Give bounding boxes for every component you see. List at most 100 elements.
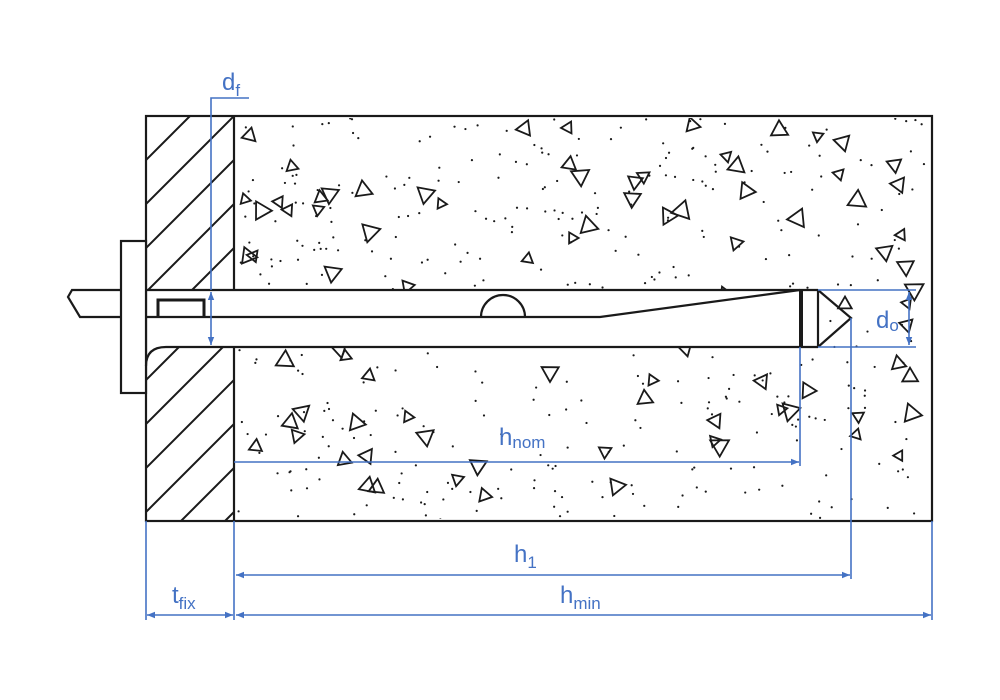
aggregate-dot — [692, 178, 695, 182]
aggregate-triangle — [885, 158, 903, 175]
aggregate-dot — [244, 215, 247, 218]
aggregate-dot — [394, 450, 397, 453]
aggregate-dot — [560, 495, 564, 499]
aggregate-dot — [664, 174, 668, 177]
aggregate-dot — [525, 163, 528, 166]
aggregate-dot — [403, 183, 406, 186]
aggregate-dot — [727, 387, 731, 391]
aggregate-triangle — [685, 118, 703, 133]
aggregate-dot — [252, 255, 255, 258]
aggregate-dot — [714, 163, 717, 166]
aggregate-dot — [558, 515, 562, 518]
aggregate-dot — [394, 369, 397, 372]
label-tfix: tfix — [172, 582, 196, 613]
aggregate-dot — [291, 174, 294, 177]
aggregate-triangle — [241, 245, 260, 265]
aggregate-dot — [544, 210, 547, 213]
aggregate-dot — [704, 155, 707, 158]
aggregate-dot — [624, 235, 627, 238]
aggregate-dot — [914, 118, 917, 122]
aggregate-dot — [729, 467, 733, 470]
aggregate-dot — [818, 500, 821, 503]
aggregate-dot — [395, 321, 398, 324]
aggregate-dot — [253, 202, 256, 205]
aggregate-dot — [859, 159, 862, 162]
hatch-line — [146, 335, 234, 425]
aggregate-dot — [876, 279, 879, 282]
aggregate-dot — [886, 506, 889, 509]
aggregate-dot — [297, 369, 300, 372]
aggregate-dot — [680, 401, 683, 404]
aggregate-triangle — [339, 347, 354, 362]
aggregate-dot — [557, 217, 560, 221]
aggregate-dot — [580, 211, 584, 214]
aggregate-dot — [781, 484, 784, 487]
aggregate-dot — [547, 153, 550, 156]
fixture-hatching — [146, 116, 234, 521]
label-df: df — [222, 69, 240, 100]
aggregate-dot — [327, 122, 330, 125]
aggregate-dot — [878, 462, 881, 465]
aggregate-triangle — [661, 206, 680, 227]
aggregate-dot — [897, 247, 900, 250]
aggregate-dot — [622, 444, 625, 447]
aggregate-dot — [791, 282, 795, 285]
aggregate-triangle — [244, 249, 259, 264]
aggregate-dot — [320, 273, 324, 276]
aggregate-dot — [681, 494, 684, 497]
aggregate-dot — [276, 415, 280, 418]
aggregate-dot — [750, 169, 753, 173]
aggregate-dot — [585, 421, 588, 425]
aggregate-dot — [866, 330, 869, 333]
aggregate-dot — [595, 212, 598, 216]
aggregate-dot — [673, 175, 677, 178]
aggregate-dot — [296, 258, 300, 261]
aggregate-dot — [323, 409, 326, 412]
aggregate-dot — [780, 229, 783, 232]
aggregate-dot — [628, 190, 631, 193]
aggregate-triangle — [436, 196, 449, 211]
aggregate-triangle — [705, 412, 722, 430]
aggregate-triangle — [290, 404, 311, 424]
aggregate-dot — [760, 143, 763, 146]
aggregate-dot — [906, 476, 909, 479]
aggregate-dot — [770, 412, 773, 416]
aggregate-dot — [631, 492, 635, 496]
aggregate-dot — [247, 190, 250, 193]
aggregate-dot — [676, 380, 680, 383]
aggregate-dot — [554, 464, 557, 468]
aggregate-dot — [667, 216, 670, 219]
aggregate-dot — [693, 466, 696, 469]
aggregate-dot — [643, 504, 646, 507]
aggregate-triangle — [320, 187, 341, 206]
aggregate-dot — [325, 247, 328, 250]
aggregate-dot — [593, 192, 597, 195]
aggregate-dot — [789, 285, 792, 288]
aggregate-dot — [814, 417, 817, 420]
aggregate-dot — [609, 138, 613, 141]
aggregate-dot — [818, 154, 821, 157]
aggregate-dot — [330, 220, 333, 223]
aggregate-dot — [795, 439, 799, 442]
aggregate-dot — [353, 513, 356, 516]
aggregate-triangle — [279, 202, 294, 218]
aggregate-dot — [580, 399, 583, 402]
aggregate-dot — [426, 490, 429, 494]
aggregate-triangle — [313, 188, 330, 204]
label-hnom: hnom — [499, 424, 545, 452]
aggregate-dot — [414, 464, 417, 467]
aggregate-dot — [305, 282, 308, 285]
aggregate-dot — [601, 286, 604, 289]
aggregate-dot — [636, 374, 640, 378]
aggregate-dot — [575, 342, 578, 345]
aggregate-dot — [766, 150, 769, 153]
aggregate-dot — [554, 324, 557, 327]
aggregate-dot — [806, 286, 809, 289]
aggregate-dot — [811, 358, 814, 361]
aggregate-triangle — [609, 477, 628, 497]
aggregate-triangle — [647, 372, 661, 387]
aggregate-dot — [560, 294, 563, 297]
aggregate-dot — [761, 379, 764, 382]
aggregate-dot — [707, 376, 710, 380]
